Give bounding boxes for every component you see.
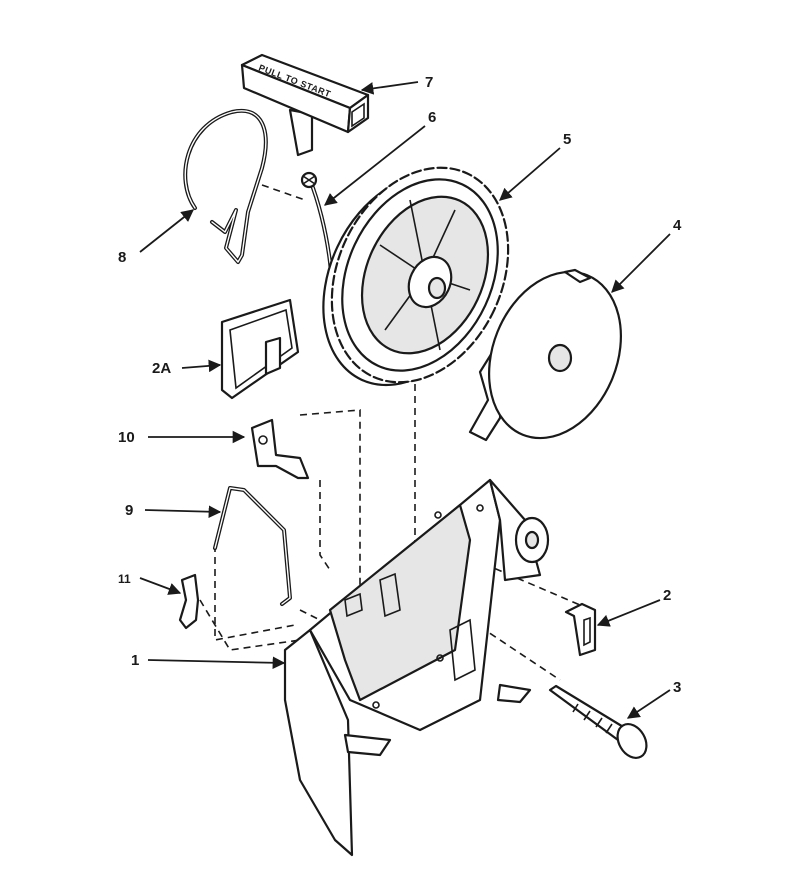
part-2a-pawl [220, 298, 300, 400]
part-10-lock-plate [250, 418, 310, 480]
part-2-pawl-clip [564, 602, 597, 657]
callout-11: 11 [118, 572, 131, 586]
callout-5: 5 [563, 131, 571, 148]
part-5-rewind-pulley [322, 166, 510, 387]
callout-10: 10 [118, 429, 135, 446]
callout-7: 7 [425, 74, 433, 91]
callout-8: 8 [118, 249, 126, 266]
part-9-spring-wire [213, 486, 292, 606]
part-11-clip [178, 573, 200, 630]
part-1-mounting-bracket [283, 478, 550, 857]
callout-4: 4 [673, 217, 682, 234]
callout-2a: 2A [152, 360, 171, 377]
callout-6: 6 [428, 109, 436, 126]
callout-1: 1 [131, 652, 139, 669]
part-7-starter-handle: PULL TO START [240, 53, 370, 157]
callout-2: 2 [663, 587, 671, 604]
callouts: 7 6 5 4 8 2A 10 9 11 1 2 3 [118, 74, 682, 719]
part-3-pin [548, 684, 648, 759]
callout-3: 3 [673, 679, 681, 696]
callout-9: 9 [125, 502, 133, 519]
part-8-retainer-spring [183, 108, 268, 264]
part-4-spring-cover [468, 268, 622, 442]
